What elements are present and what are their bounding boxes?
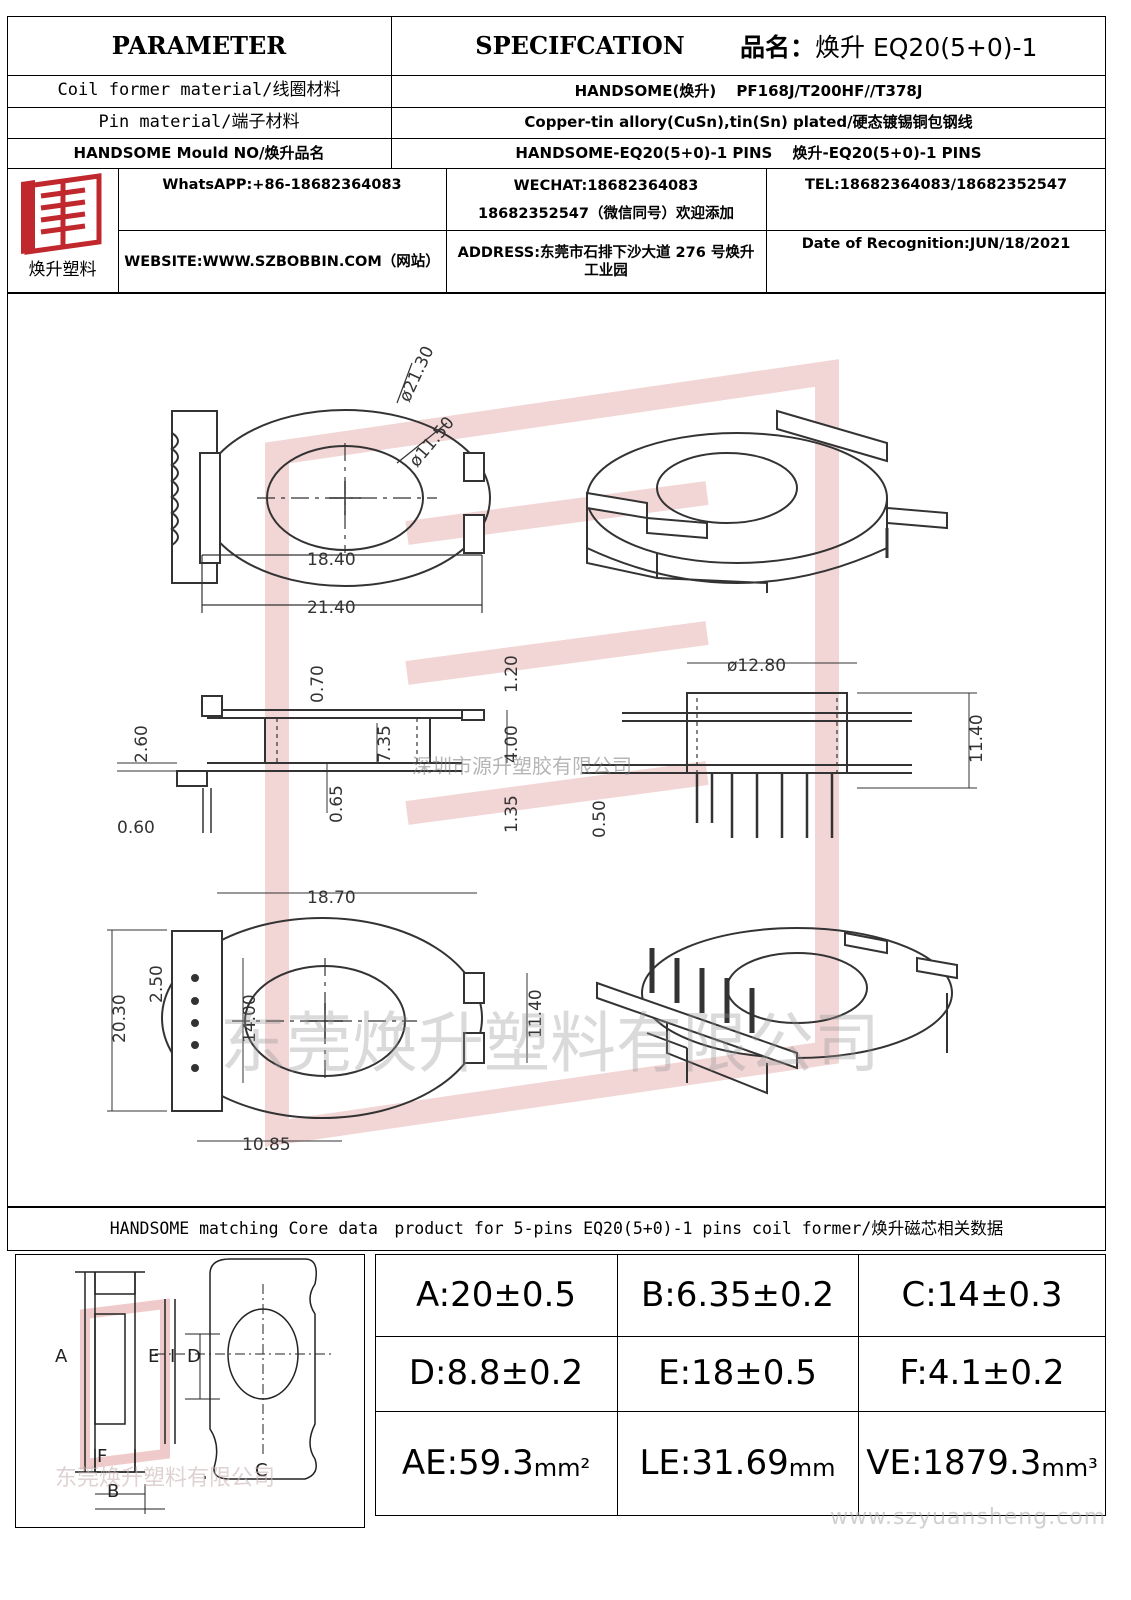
recognition-date: Date of Recognition:JUN/18/2021: [801, 236, 1071, 252]
dimension-d: 21.40: [307, 598, 356, 618]
product-name-value: 焕升 EQ20(5+0)-1: [815, 33, 1038, 62]
telephone: TEL:18682364083/18682352547: [804, 176, 1068, 193]
core-value-e: E:18±0.5: [658, 1353, 817, 1394]
core-values-table: [375, 1254, 1106, 1516]
mould-no-value: HANDSOME-EQ20(5+0)-1 PINS 焕升-EQ20(5+0)-1…: [515, 143, 982, 162]
le-unit: mm: [788, 1453, 836, 1482]
dimension-m: ø12.80: [727, 656, 786, 676]
dimension-k: 1.35: [502, 795, 522, 833]
core-label-c: C: [255, 1460, 268, 1481]
ae-value: AE:59.3: [401, 1443, 534, 1484]
spec-table: [7, 16, 1106, 293]
core-label-b: B: [107, 1481, 119, 1502]
drawing-frame: [7, 293, 1106, 1207]
dimension-g: 2.60: [132, 725, 152, 763]
pin-material-label: Pin material/端子材料: [98, 111, 300, 132]
address: ADDRESS:东莞市石排下沙大道 276 号焕升工业园: [457, 244, 755, 279]
parameter-header: PARAMETER: [111, 30, 287, 60]
logo-mark-icon: [21, 173, 102, 255]
core-diagram: A E I D F C B: [15, 1254, 365, 1528]
wechat-line1: WECHAT:18682364083: [513, 178, 699, 194]
product-name: 品名：焕升 EQ20(5+0)-1: [740, 28, 1037, 64]
core-value-c: C:14±0.3: [901, 1274, 1063, 1315]
whatsapp: WhatsAPP:+86-18682364083: [162, 176, 402, 193]
dimension-a: ø21.30: [395, 343, 438, 405]
ae-unit: mm²: [533, 1453, 591, 1482]
core-value-b: B:6.35±0.2: [640, 1274, 835, 1315]
wechat-line2: 18682352547（微信同号）欢迎添加: [478, 206, 734, 222]
company-logo: 焕升塑料: [7, 168, 118, 293]
dimension-labels: ø21.30 ø11.50 18.40 21.40 0.70 1.20 2.60…: [110, 343, 987, 1155]
core-label-a: A: [55, 1346, 68, 1367]
dimension-u: 10.85: [242, 1135, 291, 1155]
dimension-f: 1.20: [502, 655, 522, 693]
dimension-p: 18.70: [307, 888, 356, 908]
pin-material-value: Copper-tin allory(CuSn),tin(Sn) plated/硬…: [524, 113, 973, 132]
dimension-e: 0.70: [308, 665, 328, 703]
core-title-bar: [7, 1207, 1106, 1251]
spec-header: SPECIFCATION: [475, 30, 685, 60]
product-name-label: 品名：: [740, 33, 816, 62]
dimension-r: 2.50: [147, 965, 167, 1003]
dimension-i: 7.35: [375, 725, 395, 763]
core-value-f: F:4.1±0.2: [899, 1353, 1065, 1394]
dimension-l: 0.60: [117, 818, 155, 838]
dimension-q: 20.30: [110, 994, 130, 1043]
dimension-n: 11.40: [967, 714, 987, 763]
core-title: HANDSOME matching Core data product for …: [109, 1218, 1004, 1238]
core-label-i: I: [170, 1346, 175, 1367]
dimension-s: 14.00: [240, 994, 260, 1043]
core-label-f: F: [97, 1446, 107, 1467]
core-label-e: E: [148, 1346, 159, 1367]
ve-unit: mm³: [1041, 1453, 1098, 1482]
technical-drawing: ø21.30 ø11.50 18.40 21.40 0.70 1.20 2.60…: [7, 293, 1106, 1207]
core-value-d: D:8.8±0.2: [408, 1353, 584, 1394]
core-label-d: D: [187, 1346, 201, 1367]
dimension-c: 18.40: [307, 550, 356, 570]
logo-text: 焕升塑料: [28, 260, 97, 281]
le-value: LE:31.69: [639, 1443, 789, 1484]
mould-no-label: HANDSOME Mould NO/焕升品名: [73, 143, 325, 162]
coil-material-label: Coil former material/线圈材料: [57, 80, 341, 101]
background-logo-watermark: [265, 359, 839, 1147]
core-value-a: A:20±0.5: [416, 1274, 576, 1315]
core-diagram-cell: [15, 1254, 365, 1528]
dimension-o: 0.50: [590, 800, 610, 838]
dimension-h: 0.65: [327, 785, 347, 823]
dimension-t: 11.40: [526, 989, 546, 1038]
dimension-j: 4.00: [502, 725, 522, 763]
website: WEBSITE:WWW.SZBOBBIN.COM（网站）: [124, 253, 440, 270]
wechat: WECHAT:18682364083 18682352547（微信同号）欢迎添加: [446, 172, 766, 228]
coil-material-value: HANDSOME(焕升) PF168J/T200HF//T378J: [574, 81, 923, 100]
ve-value: VE:1879.3: [866, 1443, 1042, 1484]
